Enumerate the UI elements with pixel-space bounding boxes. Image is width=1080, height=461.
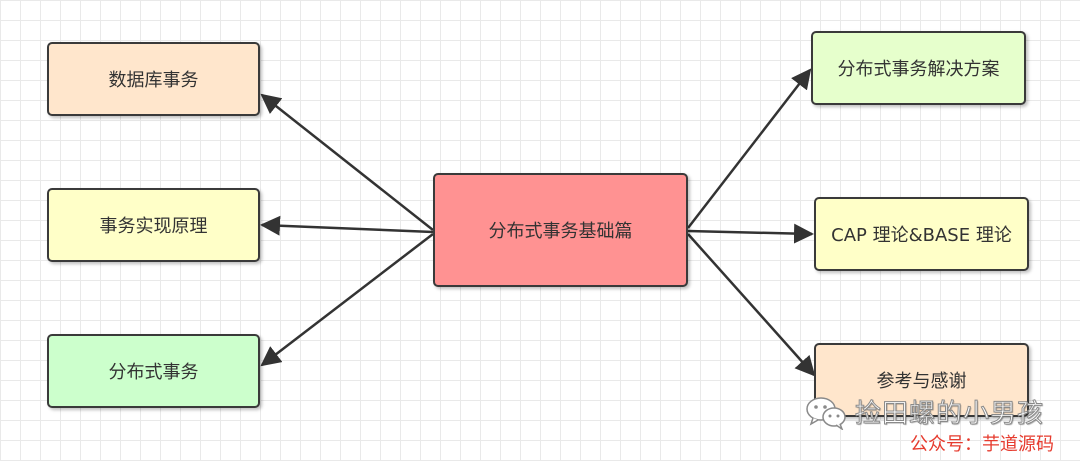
node-database-transaction[interactable]: 数据库事务 bbox=[47, 42, 260, 116]
center-node[interactable]: 分布式事务基础篇 bbox=[433, 173, 688, 287]
node-references[interactable]: 参考与感谢 bbox=[814, 343, 1029, 417]
edge-to-cap-base bbox=[687, 223, 814, 244]
node-database-transaction-label: 数据库事务 bbox=[108, 70, 199, 91]
watermark: 捡田螺的小男孩 bbox=[805, 393, 1044, 430]
node-distributed-transaction[interactable]: 分布式事务 bbox=[47, 334, 260, 408]
watermark-account: 公众号：芋道源码 bbox=[910, 434, 1054, 455]
node-references-label: 参考与感谢 bbox=[876, 371, 967, 392]
wechat-icon bbox=[806, 396, 846, 430]
node-transaction-principle[interactable]: 事务实现原理 bbox=[47, 188, 260, 262]
edge-to-references bbox=[687, 233, 816, 377]
edge-to-solution bbox=[687, 68, 812, 229]
node-solution[interactable]: 分布式事务解决方案 bbox=[811, 31, 1026, 105]
node-cap-base[interactable]: CAP 理论&BASE 理论 bbox=[814, 197, 1029, 271]
edge-to-transaction-principle bbox=[260, 215, 434, 236]
node-solution-label: 分布式事务解决方案 bbox=[837, 59, 1000, 80]
center-node-label: 分布式事务基础篇 bbox=[488, 221, 633, 242]
node-cap-base-label: CAP 理论&BASE 理论 bbox=[831, 225, 1012, 246]
node-distributed-transaction-label: 分布式事务 bbox=[108, 362, 199, 383]
edge-to-database-transaction bbox=[260, 93, 434, 231]
watermark-name: 捡田螺的小男孩 bbox=[854, 399, 1045, 430]
edge-to-distributed-transaction bbox=[260, 233, 434, 367]
node-transaction-principle-label: 事务实现原理 bbox=[99, 216, 208, 237]
